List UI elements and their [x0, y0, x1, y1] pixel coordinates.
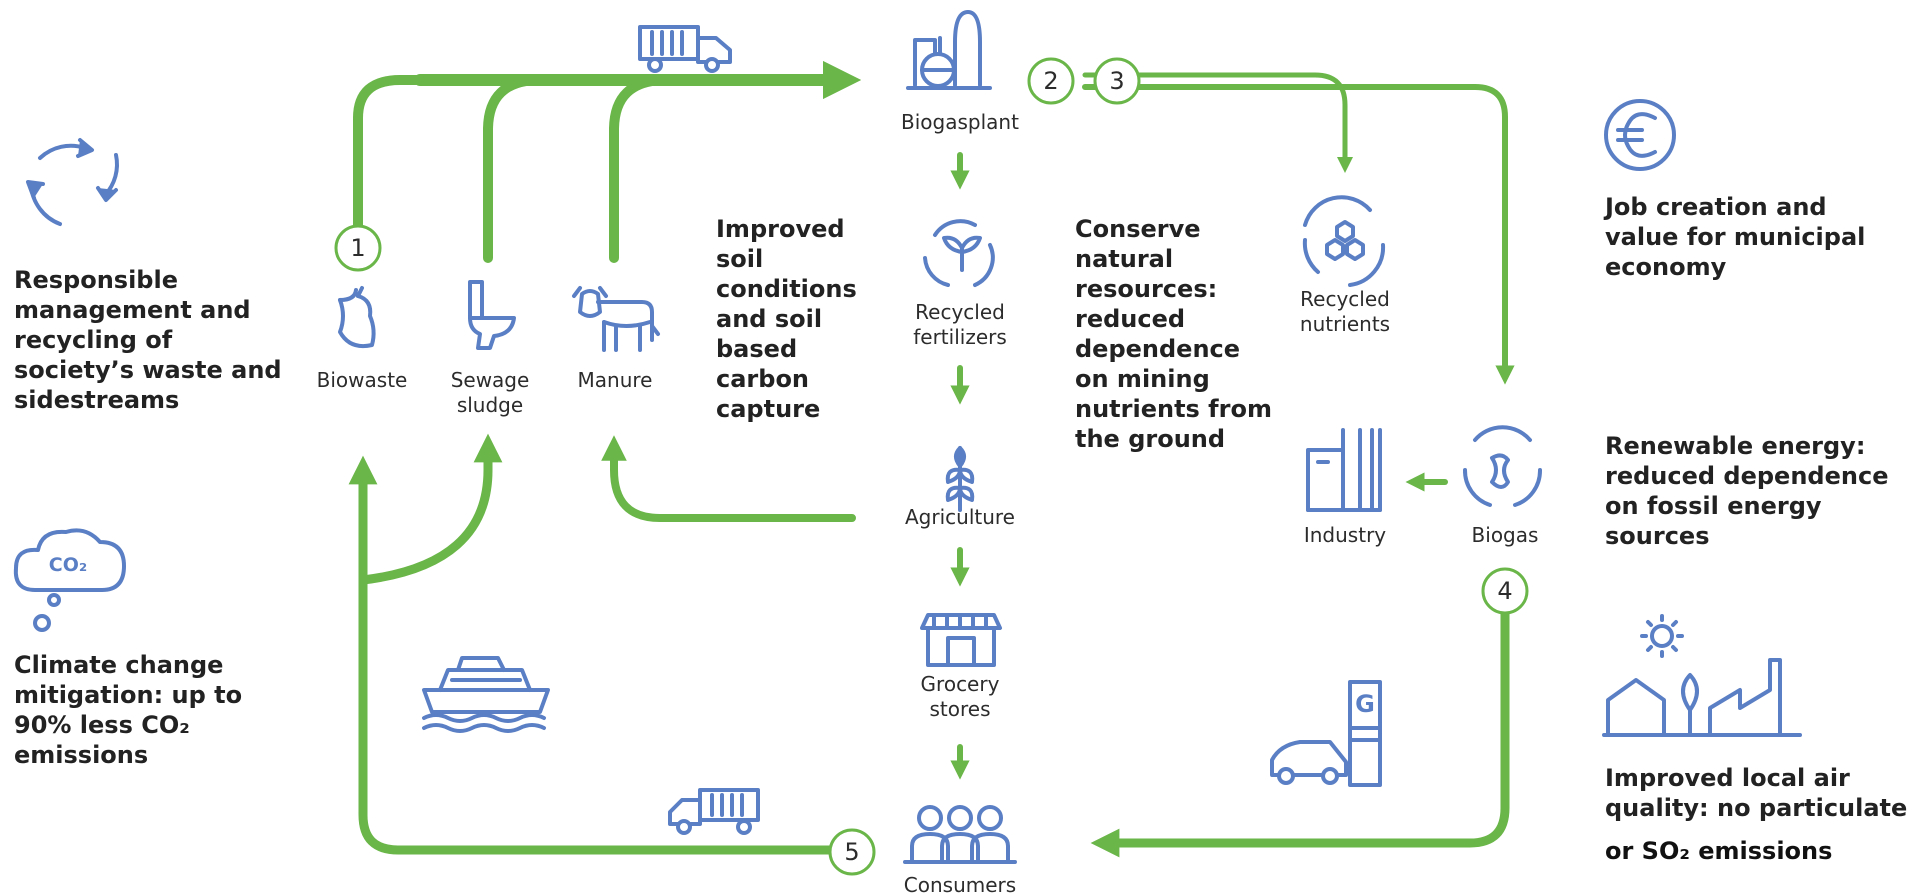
flow-sludge-up	[483, 75, 545, 263]
step-1-marker: 1	[334, 224, 382, 272]
step-2-label: 2	[1043, 67, 1058, 95]
step-1-label: 1	[350, 234, 365, 262]
wheat-icon	[945, 446, 975, 512]
ship-icon	[422, 656, 550, 733]
step-3-marker: 3	[1093, 57, 1141, 105]
biogasplant-label: Biogasplant	[901, 110, 1019, 134]
flow-consumers-return	[348, 455, 835, 855]
step-5-label: 5	[844, 838, 859, 866]
benefit-soil: Improved soil conditions and soil based …	[716, 215, 857, 423]
benefit-responsible: Responsible management and recycling of …	[14, 266, 282, 414]
svg-text:CO₂: CO₂	[49, 554, 87, 576]
store-icon	[920, 613, 1002, 667]
molecule-icon	[1302, 195, 1386, 287]
sewage-sludge-label: Sewage sludge	[450, 368, 530, 417]
benefit-conserve: Conserve natural resources: reduced depe…	[1075, 215, 1272, 453]
biogas-icon	[1462, 425, 1543, 507]
flow-plant-to-nutrients	[1082, 72, 1354, 174]
co2-cloud-icon: CO₂	[13, 528, 126, 632]
grocery-stores-label: Grocery stores	[920, 672, 1000, 721]
step-4-label: 4	[1497, 577, 1512, 605]
industry-icon	[1306, 428, 1382, 512]
step-markers: 1 2 3 4 5	[334, 57, 1529, 876]
euro-icon	[1604, 99, 1676, 171]
benefit-climate: Climate change mitigation: up to 90% les…	[14, 651, 243, 769]
agriculture-label: Agriculture	[905, 505, 1015, 529]
step-2-marker: 2	[1027, 57, 1075, 105]
step-4-marker: 4	[1481, 567, 1529, 615]
town-icon	[1602, 614, 1802, 737]
recycle-arrows-icon	[26, 138, 119, 226]
sprout-icon	[923, 219, 995, 287]
benefit-jobs: Job creation and value for municipal eco…	[1605, 193, 1866, 281]
flow-plant-to-biogas	[1082, 84, 1515, 385]
step-5-marker: 5	[828, 828, 876, 876]
biowaste-label: Biowaste	[316, 368, 408, 392]
step-3-label: 3	[1109, 67, 1124, 95]
industry-label: Industry	[1303, 523, 1387, 547]
flow-biowaste-up	[353, 75, 435, 237]
flow-manure-up	[609, 75, 671, 263]
recycled-fertilizers-label: Recycled fertilizers	[913, 300, 1007, 349]
toilet-icon	[468, 280, 516, 350]
consumers-icon	[903, 805, 1017, 864]
truck-icon-bottom	[668, 788, 760, 835]
flow-return-to-sludge	[358, 433, 503, 585]
benefit-energy: Renewable energy: reduced dependence on …	[1605, 432, 1889, 550]
benefit-air-quality-line2: or SO₂ emissions	[1605, 837, 1833, 865]
benefit-air-quality: Improved local air quality: no particula…	[1605, 764, 1908, 822]
apple-core-icon	[338, 286, 376, 349]
biogas-plant-icon	[906, 10, 992, 90]
manure-label: Manure	[577, 368, 653, 392]
gas-station-icon: G	[1270, 680, 1382, 787]
flow-agriculture-to-manure	[601, 435, 856, 522]
consumers-label: Consumers	[903, 873, 1017, 896]
svg-text:G: G	[1355, 690, 1375, 718]
truck-icon	[638, 25, 732, 73]
biogas-label: Biogas	[1471, 523, 1539, 547]
flow-biogas-to-consumers	[1090, 607, 1510, 858]
cow-icon	[572, 286, 660, 352]
recycled-nutrients-label: Recycled nutrients	[1299, 287, 1391, 336]
